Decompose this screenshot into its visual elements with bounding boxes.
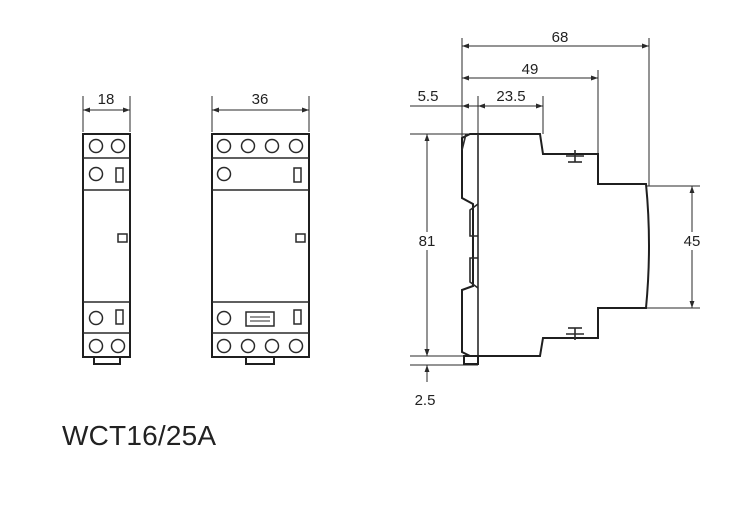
din-clip xyxy=(93,356,121,365)
terminal-screw xyxy=(88,338,104,354)
screw-icon xyxy=(566,327,584,340)
side-view: 68 49 23.5 5.5 81 45 2.5 xyxy=(410,29,706,409)
model-title: WCT16/25A xyxy=(62,420,217,451)
terminal-screw xyxy=(88,310,104,326)
dim-height-body: 45 xyxy=(684,233,701,250)
dim-width-double: 36 xyxy=(252,91,269,108)
side-profile-outline xyxy=(461,133,650,357)
dim-depth-total: 68 xyxy=(552,29,569,46)
terminal-screw xyxy=(88,138,104,154)
terminal-screw xyxy=(88,166,104,182)
dim-front-offset: 5.5 xyxy=(418,88,439,105)
dim-base-offset: 2.5 xyxy=(415,392,436,409)
din-clip xyxy=(245,356,275,365)
dim-width-single: 18 xyxy=(98,91,115,108)
front-view-single-module: 18 xyxy=(82,91,131,365)
indicator-window xyxy=(245,311,275,327)
terminal-screw xyxy=(110,338,126,354)
front-view-double-module: 36 xyxy=(211,91,310,365)
dim-depth-mid: 49 xyxy=(522,61,539,78)
screw-icon xyxy=(566,150,584,163)
dim-height-total: 81 xyxy=(419,233,436,250)
terminal-screw xyxy=(110,138,126,154)
dim-depth-front: 23.5 xyxy=(496,88,525,105)
